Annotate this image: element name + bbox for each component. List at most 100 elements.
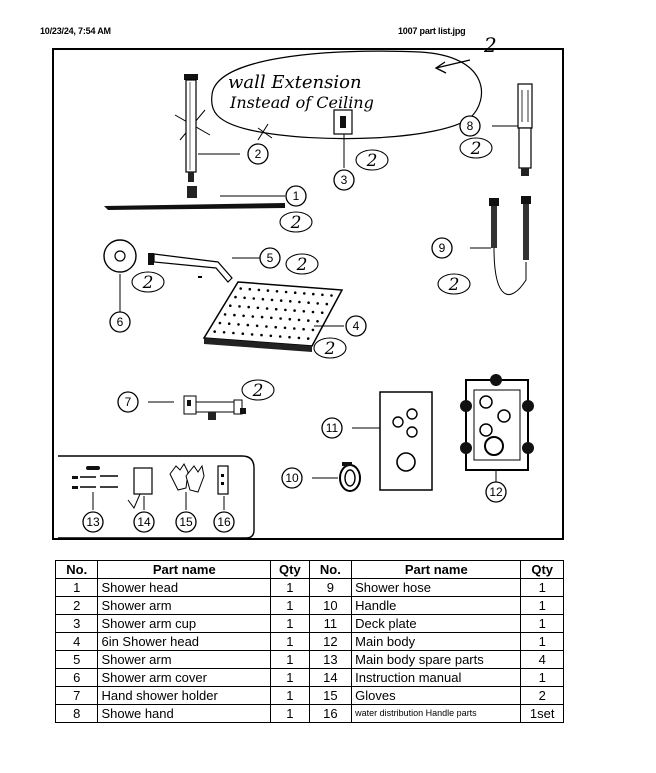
part-name-cell: Shower arm cover — [97, 668, 272, 687]
callout-number: 14 — [137, 515, 151, 529]
part-qty-cell: 1 — [270, 578, 310, 597]
callout-number: 15 — [179, 515, 193, 529]
qty-mark-text: 2 — [448, 275, 460, 295]
shower-arm-cup-drawing — [333, 109, 353, 168]
callout-4: 4 — [345, 315, 367, 337]
qty-mark: 2 — [459, 137, 493, 159]
qty-mark: 2 — [437, 273, 471, 295]
qty-mark-text: 2 — [470, 139, 482, 159]
qty-mark: 2 — [285, 253, 319, 275]
part-number-cell: 7 — [54, 686, 99, 705]
part-name-cell: Gloves — [351, 686, 522, 705]
part-number-cell: 4 — [54, 632, 99, 651]
part-name-cell: Instruction manual — [351, 668, 522, 687]
handwritten-qty-marks: 2 2 2 2 2 2 2 2 — [131, 137, 493, 401]
callout-9: 9 — [431, 237, 453, 259]
part-number-cell: 3 — [54, 614, 99, 633]
part-qty-cell: 1 — [270, 686, 310, 705]
part-number-cell: 1 — [54, 578, 99, 597]
part-qty-cell: 1 — [520, 596, 564, 615]
callout-6: 6 — [109, 311, 131, 333]
callout-16: 16 — [213, 511, 235, 533]
part-qty-cell: 1set — [520, 704, 564, 723]
annotation-line-1: wall Extension — [228, 72, 362, 93]
part-qty-cell: 1 — [270, 650, 310, 669]
hand-shower-drawing — [492, 83, 533, 176]
part-number-cell: 12 — [308, 632, 353, 651]
col-no-a: No. — [54, 560, 99, 579]
annotation-arrow — [435, 59, 471, 69]
part-name-cell: 6in Shower head — [97, 632, 272, 651]
callout-number: 1 — [293, 189, 300, 203]
shower-hose-drawing — [470, 196, 531, 296]
part-number-cell: 2 — [54, 596, 99, 615]
qty-mark: 2 — [355, 149, 389, 171]
callout-10: 10 — [281, 467, 303, 489]
qty-mark: 2 — [313, 337, 347, 359]
part-name-cell: Shower arm — [97, 596, 272, 615]
qty-mark-text: 2 — [252, 381, 264, 401]
callout-7: 7 — [117, 391, 139, 413]
qty-mark-text: 2 — [290, 213, 302, 233]
part-qty-cell: 4 — [520, 650, 564, 669]
callout-number: 7 — [125, 395, 132, 409]
callout-11: 11 — [321, 417, 343, 439]
part-qty-cell: 2 — [520, 686, 564, 705]
shower-arm-drawing — [184, 74, 240, 182]
spare-parts-box — [58, 455, 255, 539]
qty-mark-text: 2 — [366, 151, 378, 171]
col-name-a: Part name — [97, 560, 272, 579]
callout-number: 8 — [467, 119, 474, 133]
part-name-cell: Deck plate — [351, 614, 522, 633]
qty-mark: 2 — [131, 271, 165, 293]
hand-shower-holder-drawing — [148, 395, 246, 420]
callout-number: 11 — [326, 421, 339, 435]
part-name-cell: Hand shower holder — [97, 686, 272, 705]
callout-number: 6 — [117, 315, 124, 329]
part-number-cell: 11 — [308, 614, 353, 633]
part-number-cell: 8 — [54, 704, 99, 723]
square-shower-head-drawing — [202, 281, 344, 352]
part-name-cell: Shower hose — [351, 578, 522, 597]
part-number-cell: 15 — [308, 686, 353, 705]
part-number-cell: 13 — [308, 650, 353, 669]
qty-mark: 2 — [279, 211, 313, 233]
shower-arm-cover-drawing — [103, 239, 137, 312]
callout-number: 3 — [341, 173, 348, 187]
callout-number: 12 — [489, 485, 503, 499]
callout-number: 4 — [353, 319, 360, 333]
part-qty-cell: 1 — [270, 668, 310, 687]
qty-mark-text: 2 — [296, 255, 308, 275]
part-number-cell: 6 — [54, 668, 99, 687]
col-qty-b: Qty — [520, 560, 564, 579]
part-name-cell: Shower arm cup — [97, 614, 272, 633]
shower-arm-angled-drawing — [148, 253, 260, 283]
part-qty-cell: 1 — [520, 614, 564, 633]
print-datetime: 10/23/24, 7:54 AM — [40, 26, 111, 36]
main-body-drawing — [460, 374, 534, 482]
handle-drawing — [312, 462, 361, 492]
qty-mark-text: 2 — [142, 273, 154, 293]
col-name-b: Part name — [351, 560, 522, 579]
deck-plate-drawing — [352, 391, 433, 491]
callout-1: 1 — [285, 185, 307, 207]
part-name-cell: water distribution Handle parts — [351, 704, 522, 723]
part-name-cell: Main body spare parts — [351, 650, 522, 669]
callout-number: 13 — [86, 515, 100, 529]
part-qty-cell: 1 — [270, 596, 310, 615]
part-qty-cell: 1 — [520, 632, 564, 651]
callout-13: 13 — [82, 511, 104, 533]
part-name-cell: Shower head — [97, 578, 272, 597]
part-qty-cell: 1 — [270, 632, 310, 651]
callout-2: 2 — [247, 143, 269, 165]
annotation-arrow-mark: 2 — [483, 33, 497, 57]
part-qty-cell: 1 — [270, 614, 310, 633]
